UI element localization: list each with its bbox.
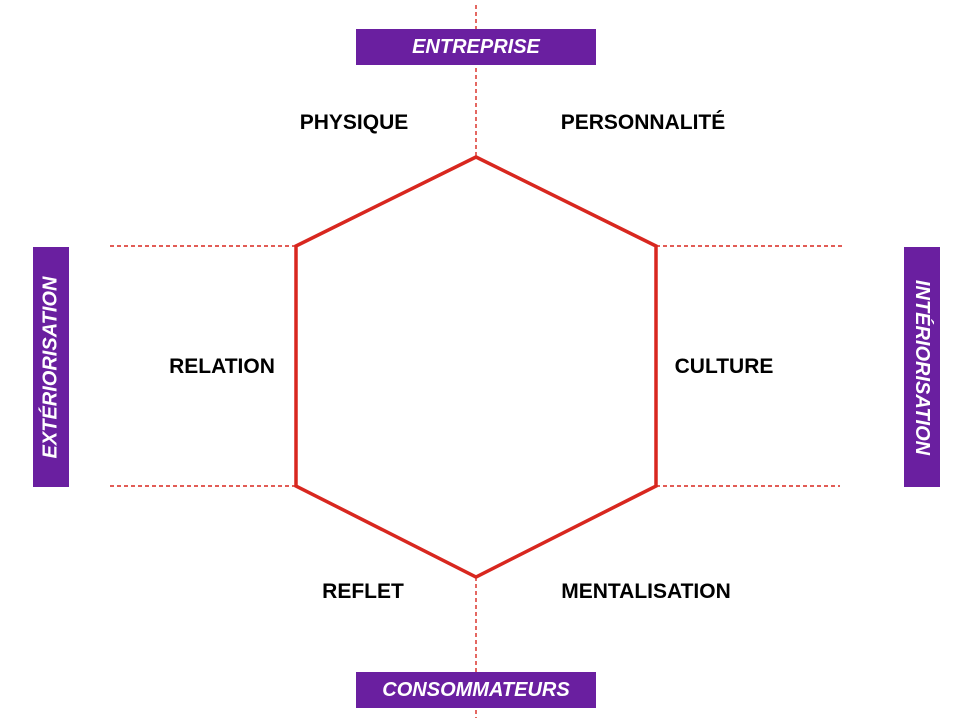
facet-reflet: REFLET [322, 580, 404, 603]
facet-physique: PHYSIQUE [299, 111, 409, 134]
facet-mentalisation: MENTALISATION [561, 580, 731, 603]
facet-relation: RELATION [169, 355, 275, 378]
consommateurs-label: CONSOMMATEURS [382, 678, 570, 701]
facet-personnalite: PERSONNALITÉ [560, 111, 726, 134]
consommateurs-box: CONSOMMATEURS [356, 672, 596, 708]
interiorisation-label: INTÉRIORISATION [911, 279, 934, 455]
interiorisation-box: INTÉRIORISATION [904, 247, 940, 487]
entreprise-label: ENTREPRISE [412, 35, 540, 58]
exteriorisation-label: EXTÉRIORISATION [39, 276, 62, 458]
exteriorisation-box: EXTÉRIORISATION [33, 247, 69, 487]
facet-culture: CULTURE [674, 355, 774, 378]
entreprise-box: ENTREPRISE [356, 29, 596, 65]
identity-hexagon [294, 155, 658, 579]
